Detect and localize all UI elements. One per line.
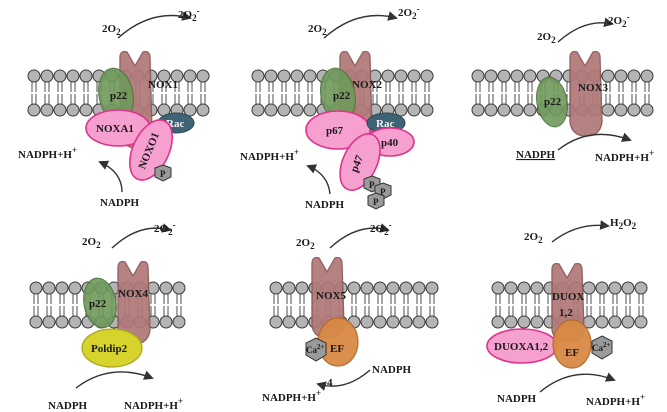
noxa1-label: NOXA1: [96, 123, 134, 135]
product-label: 2O2-: [178, 6, 200, 23]
p22-label: p22: [110, 90, 128, 102]
product-label: 2O2-: [154, 220, 176, 237]
nadph-label: NADPH: [48, 400, 88, 412]
p22-subunit: [83, 277, 117, 329]
enzyme-label: NOX5: [316, 290, 346, 302]
phosphate-label: P: [373, 197, 379, 207]
nadph-arrow: [75, 370, 154, 389]
p22-label: p22: [333, 90, 351, 102]
nadph-arrow: [557, 132, 632, 151]
superoxide-arrow: [557, 17, 614, 43]
superoxide-arrow: [117, 11, 192, 39]
calcium-label: Ca2+: [592, 341, 611, 353]
calcium-ion: [591, 335, 613, 360]
nadph-label: NADPH: [100, 197, 140, 209]
superoxide-arrow: [329, 223, 390, 249]
nadph-product-label: NADPH+H+: [240, 147, 299, 163]
panel-nox5: 2O2 2O2- NOX5 EF Ca2+ NADPH 4 NADPH+H+: [262, 220, 412, 404]
enzyme-label: NOX3: [578, 82, 608, 94]
substrate-label: 2O2: [308, 23, 327, 37]
calcium-ion: [305, 337, 327, 362]
nadph-arrow: [539, 372, 616, 393]
product-label: 2O2-: [370, 220, 392, 237]
p22-label: p22: [544, 96, 562, 108]
substrate-label: 2O2: [102, 23, 121, 37]
nox3-enzyme: [569, 50, 603, 137]
nadph-product-label: NADPH+H+: [595, 148, 654, 164]
phosphate-label: P: [369, 180, 375, 190]
substrate-label: 2O2: [296, 237, 315, 251]
superoxide-arrow: [323, 11, 398, 39]
ef-hand-domain: [552, 319, 592, 369]
nadph-arrow: [98, 160, 123, 193]
product-label: H2O2: [610, 217, 637, 231]
substrate-label: 2O2: [524, 231, 543, 245]
enzyme-label: NOX4: [118, 288, 148, 300]
rac-label: Rac: [376, 118, 394, 130]
phosphate-label: P: [160, 169, 166, 179]
noxo1-subunit: [129, 119, 173, 181]
p22-subunit: [536, 76, 568, 128]
nadph-arrow: [306, 164, 331, 195]
enzyme-label: DUOX: [552, 291, 584, 303]
nadph-arrow: [316, 369, 371, 391]
membranes: [27, 69, 654, 329]
phosphate-group: [367, 192, 385, 210]
enzyme-label-line2: 1,2: [559, 307, 573, 319]
nadph-product-label: NADPH+H+: [586, 392, 645, 408]
nadph-label: NADPH: [497, 393, 537, 405]
substrate-label: 2O2: [537, 31, 556, 45]
panel-nox4: 2O2 2O2- NOX4 p22 Poldip2 NADPH NADPH+H+: [48, 220, 183, 412]
product-label: 2O2-: [398, 4, 420, 21]
nadph-label: NADPH: [305, 199, 345, 211]
p47-subunit: [339, 133, 381, 191]
nadph-product-label: NADPH+H+: [124, 396, 183, 412]
h2o2-arrow: [551, 220, 610, 243]
panel-nox2: 2O2 2O2- NOX2 p22 p67 Rac p40 p47 P P P …: [240, 4, 420, 211]
superoxide-arrow: [111, 223, 172, 249]
poldip2-label: Poldip2: [91, 343, 128, 355]
p40-label: p40: [381, 137, 399, 149]
p67-label: p67: [326, 125, 344, 137]
lipid-bilayer: [251, 69, 434, 117]
poldip2-subunit: [81, 328, 143, 368]
nadph-product-label: NADPH+H+: [18, 145, 77, 161]
nadph-label: NADPH: [372, 364, 412, 376]
lipid-bilayer: [269, 281, 439, 329]
phosphate-label: P: [380, 187, 386, 197]
panel-nox1: 2O2 2O2- NOX1 p22 NOXA1 Rac NOXO1 P NADP…: [18, 6, 200, 209]
p22-label: p22: [89, 298, 107, 310]
ef-label: EF: [330, 343, 344, 355]
panel-nox3: 2O2 2O2- NOX3 p22 NADPH NADPH+H+: [516, 12, 654, 164]
panel-duox: 2O2 H2O2 DUOX 1,2 DUOXA1,2 EF Ca2+ NADPH…: [486, 217, 645, 408]
product-label: 2O2-: [608, 12, 630, 29]
calcium-label: Ca2+: [306, 343, 325, 355]
enzyme-label: NOX1: [148, 79, 178, 91]
phosphate-group: [154, 164, 172, 182]
duoxa-label: DUOXA1,2: [494, 341, 549, 353]
nadph-label: NADPH: [516, 149, 556, 161]
substrate-label: 2O2: [82, 236, 101, 250]
nadph-product-label: NADPH+H+: [262, 388, 321, 404]
ef-label: EF: [565, 347, 579, 359]
enzyme-label: NOX2: [352, 79, 382, 91]
stray-digit: 4: [327, 377, 333, 389]
p67-subunit: [305, 110, 371, 150]
